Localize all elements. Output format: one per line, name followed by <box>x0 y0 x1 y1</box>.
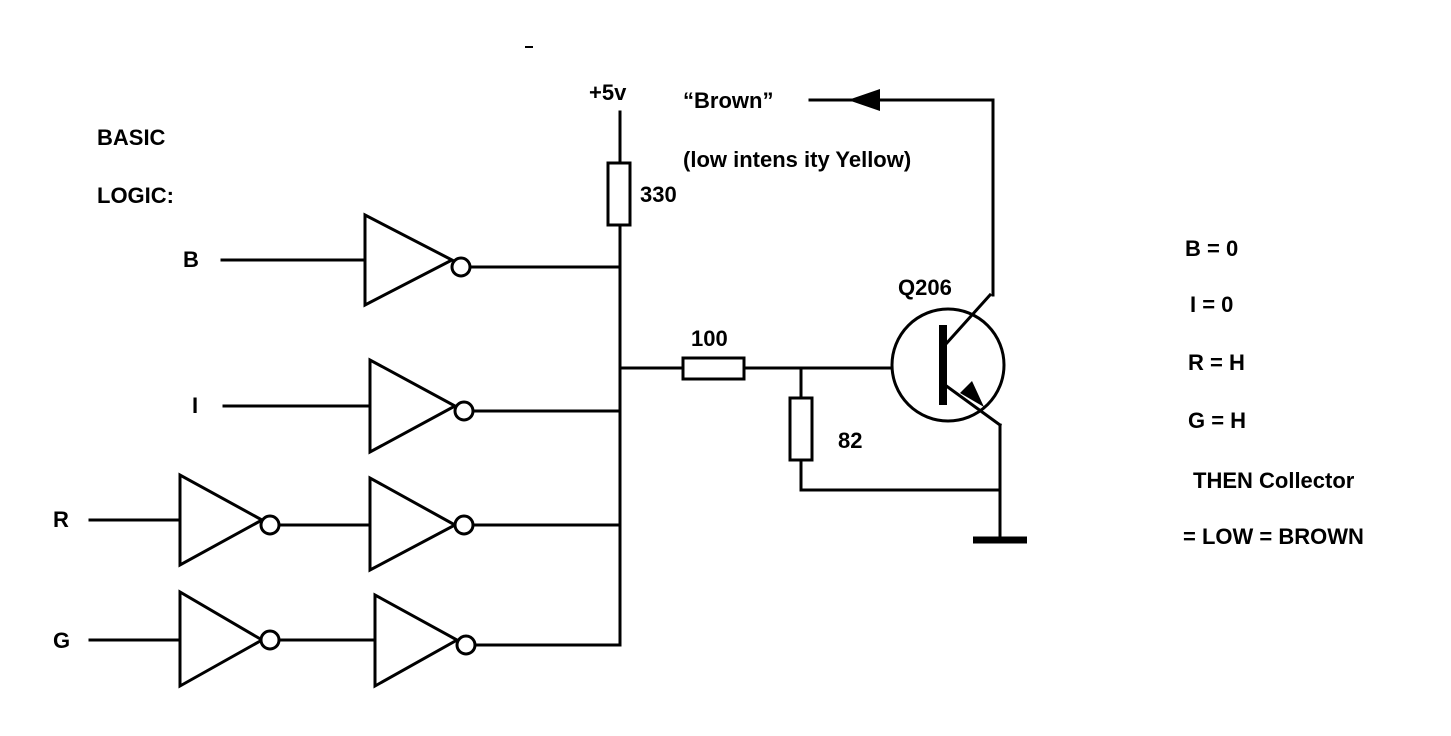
inverter-i-bubble <box>453 400 475 422</box>
transistor-emitter-lead <box>942 382 1003 428</box>
inverter-g1-bubble <box>259 629 281 651</box>
inverter-g2-bubble <box>455 634 477 656</box>
inverter-i <box>368 357 459 455</box>
inverter-r2-bubble <box>453 514 475 536</box>
inverter-b-bubble <box>450 256 472 278</box>
condition-line: R = H <box>1188 350 1245 375</box>
resistor-330 <box>606 161 632 227</box>
inverter-g1 <box>178 589 266 689</box>
resistor-330-label: 330 <box>640 182 677 207</box>
title-line-1: BASIC <box>97 125 166 150</box>
input-label-i: I <box>192 393 198 418</box>
title-line-2: LOGIC: <box>97 183 174 208</box>
input-label-g: G <box>53 628 70 653</box>
output-note: (low intens ity Yellow) <box>683 147 911 172</box>
resistor-100-label: 100 <box>691 326 728 351</box>
condition-line: G = H <box>1188 408 1246 433</box>
inverter-r1-bubble <box>259 514 281 536</box>
condition-line: I = 0 <box>1190 292 1233 317</box>
output-label: “Brown” <box>683 88 773 113</box>
emitter-arrow-icon <box>960 381 984 407</box>
transistor-label: Q206 <box>898 275 952 300</box>
inverter-g2 <box>373 592 461 689</box>
inverter-r1 <box>178 472 266 568</box>
input-label-r: R <box>53 507 69 532</box>
inverter-r2 <box>368 475 459 573</box>
condition-line: THEN Collector <box>1193 468 1355 493</box>
condition-line: B = 0 <box>1185 236 1238 261</box>
output-arrow-icon <box>848 89 880 111</box>
transistor-q206 <box>890 307 1006 423</box>
condition-line: = LOW = BROWN <box>1183 524 1364 549</box>
supply-label: +5v <box>589 80 627 105</box>
inverter-b <box>363 212 456 308</box>
resistor-82 <box>788 396 814 462</box>
resistor-100 <box>681 356 746 381</box>
resistor-82-label: 82 <box>838 428 862 453</box>
input-label-b: B <box>183 247 199 272</box>
transistor-collector-lead <box>942 292 993 348</box>
